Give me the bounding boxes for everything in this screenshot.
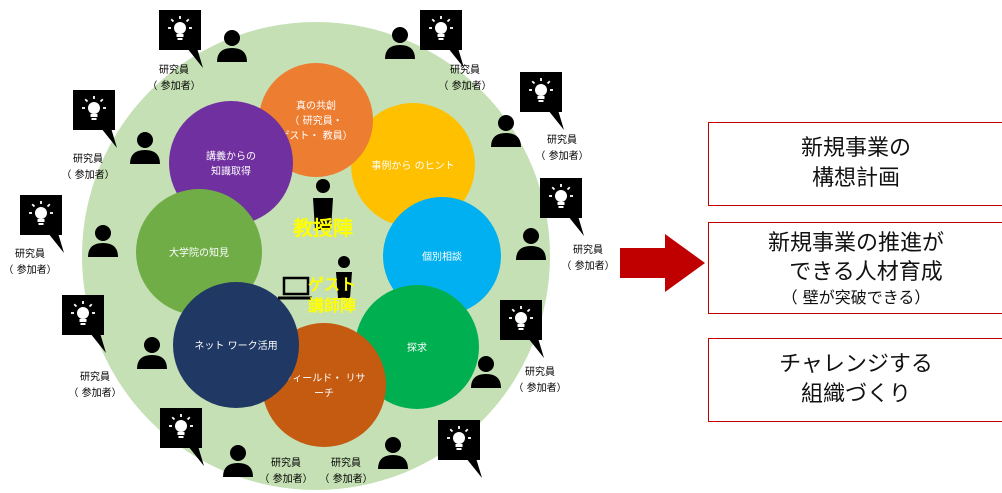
participant: 研究員 （ 参加者） bbox=[491, 72, 589, 162]
lightbulb-callout-icon bbox=[62, 295, 106, 353]
outcome-line: 組織づくり bbox=[800, 382, 911, 407]
topic-circle-label: ーチ bbox=[314, 388, 334, 400]
participant: 研究員 （ 参加者） bbox=[319, 420, 482, 485]
topic-circle-label: 大学院の知見 bbox=[169, 246, 229, 259]
participant: 研究員 （ 参加者） bbox=[147, 10, 247, 92]
participant: 研究員 （ 参加者） bbox=[160, 408, 313, 485]
lightbulb-callout-icon bbox=[159, 10, 203, 68]
participant-label-line1: 研究員 bbox=[159, 63, 189, 76]
topic-circle-label: 個別相談 bbox=[422, 250, 462, 263]
participant: 研究員 （ 参加者） bbox=[3, 195, 118, 276]
outcome-box-talent: 新規事業の推進が できる人材育成 （ 壁が突破できる） bbox=[708, 222, 1002, 314]
topic-circle-network: ネット ワーク活用 bbox=[173, 282, 299, 408]
participant-label-line1: 研究員 bbox=[547, 133, 577, 146]
participant-label-line2: （ 参加者） bbox=[68, 386, 121, 399]
outcome-line: 新規事業の bbox=[800, 136, 911, 162]
participant: 研究員 （ 参加者） bbox=[385, 10, 492, 92]
participant-label-line2: （ 参加者） bbox=[561, 259, 614, 272]
outcome-box-plan: 新規事業の 構想計画 bbox=[708, 122, 1002, 206]
participant-label-line1: 研究員 bbox=[573, 243, 603, 256]
lightbulb-callout-icon bbox=[20, 195, 64, 253]
topic-circle-label: 事例から のヒント bbox=[371, 159, 454, 172]
professor-label: 教授陣 bbox=[293, 216, 353, 240]
lightbulb-callout-icon bbox=[73, 90, 117, 148]
participant-label-line1: 研究員 bbox=[73, 152, 103, 165]
lightbulb-callout-icon bbox=[540, 178, 584, 236]
participant-label-line1: 研究員 bbox=[331, 456, 361, 469]
participant-label-line1: 研究員 bbox=[450, 63, 480, 76]
guest-label-line2: 講師陣 bbox=[308, 296, 356, 315]
participant-label-line1: 研究員 bbox=[525, 365, 555, 378]
participant-label-line2: （ 参加者） bbox=[513, 381, 566, 394]
outcome-note: （ 壁が突破できる） bbox=[781, 288, 931, 308]
outcome-line: できる人材育成 bbox=[789, 260, 943, 286]
participant-label-line2: （ 参加者） bbox=[259, 472, 312, 485]
outcome-box-org: チャレンジする 組織づくり bbox=[708, 338, 1002, 422]
participant-label-line1: 研究員 bbox=[15, 247, 45, 260]
participant-label-line2: （ 参加者） bbox=[319, 472, 372, 485]
participant-label-line1: 研究員 bbox=[271, 456, 301, 469]
topic-circle-label: 講義からの bbox=[206, 150, 256, 163]
lightbulb-callout-icon bbox=[520, 72, 564, 130]
outcome-line: 新規事業の推進が bbox=[767, 230, 944, 256]
participant: 研究員 （ 参加者） bbox=[61, 90, 160, 181]
participant-label-line2: （ 参加者） bbox=[438, 79, 491, 92]
lightbulb-callout-icon bbox=[500, 300, 544, 358]
participant-label-line2: （ 参加者） bbox=[147, 79, 200, 92]
topic-circle-label: 真の共創 bbox=[296, 99, 336, 112]
participant-label-line2: （ 参加者） bbox=[61, 168, 114, 181]
topic-circle-tankyu: 探求 bbox=[355, 285, 479, 409]
lightbulb-callout-icon bbox=[438, 420, 482, 478]
outcome-line: 構想計画 bbox=[811, 166, 900, 191]
participant: 研究員 （ 参加者） bbox=[471, 300, 567, 394]
topic-circle-label: （ 研究員・ bbox=[289, 114, 342, 127]
participant-label-line2: （ 参加者） bbox=[535, 149, 588, 162]
lightbulb-callout-icon bbox=[420, 10, 464, 68]
topic-circle-jireikara: 事例から のヒント bbox=[351, 103, 475, 227]
lightbulb-callout-icon bbox=[160, 408, 204, 466]
topic-circle-label: フィールド・ リサ bbox=[283, 373, 366, 385]
topic-circle-shape bbox=[355, 285, 479, 409]
professor-figure-icon bbox=[313, 179, 333, 230]
guest-label-line1: ゲスト bbox=[308, 275, 356, 294]
topic-circle-label: 知識取得 bbox=[211, 165, 251, 178]
topic-circle-label: ネット ワーク活用 bbox=[194, 340, 277, 352]
participant: 研究員 （ 参加者） bbox=[516, 178, 615, 272]
topic-circle-label: ゲスト・ 教員） bbox=[279, 129, 352, 142]
outcome-line: チャレンジする bbox=[779, 352, 933, 378]
participant: 研究員 （ 参加者） bbox=[62, 295, 167, 399]
topic-circle-shape bbox=[351, 103, 475, 227]
participant-label-line1: 研究員 bbox=[80, 370, 110, 383]
participant-label-line2: （ 参加者） bbox=[3, 263, 56, 276]
right-arrow-icon bbox=[620, 234, 705, 292]
topic-circle-shape bbox=[173, 282, 299, 408]
topic-circle-label: 探求 bbox=[407, 341, 427, 354]
lecture-board-icon bbox=[278, 256, 352, 300]
